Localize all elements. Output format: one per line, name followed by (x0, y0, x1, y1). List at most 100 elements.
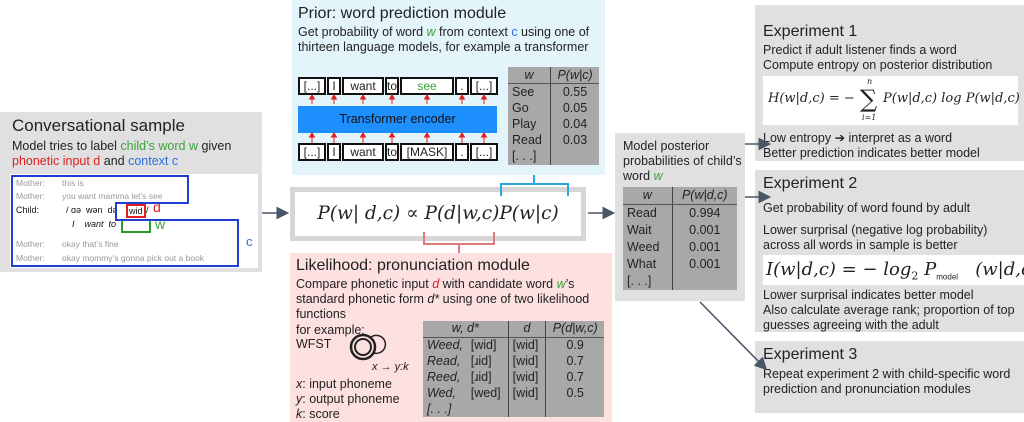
arrow-up-icon (423, 132, 431, 143)
table-cell: See (512, 84, 535, 99)
table-row: Weed 0.001 (623, 239, 737, 256)
table-cell: Weed, (427, 338, 463, 353)
experiment-text: Repeat experiment 2 with child-specific … (763, 367, 1011, 396)
desc-context: context c (128, 154, 179, 168)
formula-rhs: (w|d,c) (975, 259, 1024, 280)
table-cell: 0.001 (671, 239, 737, 256)
prior-module-panel: Prior: word prediction module Get probab… (292, 0, 605, 175)
formula-rhs: P(w|d,c) log P(w|d,c) (883, 91, 1020, 106)
desc-word: w (426, 25, 436, 39)
token: . (455, 143, 469, 161)
token: want (342, 77, 384, 95)
formula-model-sub: model (936, 272, 959, 282)
table-cell: [wid] (507, 337, 546, 354)
legend-x: x: input phoneme (296, 377, 392, 392)
token: to (385, 143, 399, 161)
desc-form: d* (427, 292, 440, 306)
desc-phonetic: d (432, 277, 440, 291)
arrow-up-icon (423, 94, 431, 104)
utterance: okay that’s fine (62, 239, 119, 249)
desc: : output phoneme (302, 392, 400, 406)
conversational-description: Model tries to label child’s word w give… (12, 139, 262, 169)
encoder-arrows (308, 94, 488, 143)
table-cell: [ɹid] (470, 354, 492, 369)
surprisal-formula: I(w|d,c) = − log2 Pmodel (w|d,c) (763, 255, 1024, 285)
table-cell (507, 401, 546, 417)
desc-word: child’s word w (120, 139, 198, 153)
table-cell: [. . .] (512, 149, 537, 164)
likelihood-module-panel: Likelihood: pronunciation module Compare… (290, 253, 612, 422)
desc-phonetic: phonetic input d (12, 154, 101, 168)
experiment-3-panel: Experiment 3 Repeat experiment 2 with ch… (755, 341, 1024, 413)
table-row: Reed,[ɹid][wid]0.7 (423, 369, 604, 386)
arrow-up-icon (330, 94, 338, 104)
encoder-label: Transformer encoder (339, 112, 456, 126)
table-cell: [wed] (470, 385, 501, 400)
arrow-up-icon (359, 94, 367, 104)
table-cell: 0.001 (671, 256, 737, 273)
arrow-up-icon (308, 94, 316, 104)
col-header: P(d|w,c) (545, 321, 604, 338)
table-row: Wed,[wed][wid]0.5 (423, 385, 604, 402)
table-row: [. . .] (508, 148, 599, 165)
transcript-line: Mother: okay that’s fine (16, 238, 119, 251)
conversational-sample-panel: Conversational sample Model tries to lab… (0, 112, 262, 272)
table-cell: Play (512, 117, 537, 132)
table-cell: Weed (627, 240, 660, 255)
transformer-encoder: Transformer encoder (298, 106, 497, 133)
table-cell: [. . .] (627, 273, 652, 288)
table-cell: What (627, 256, 657, 271)
prior-description: Get probability of word w from context c… (298, 25, 598, 55)
experiment-text: Compute entropy on posterior distributio… (763, 58, 993, 72)
table-cell: Wed, (427, 385, 456, 400)
token: [...] (470, 143, 498, 161)
speaker: Child: (16, 205, 40, 215)
table-cell: 0.04 (550, 116, 599, 133)
table-cell: 0.001 (671, 222, 737, 240)
table-cell: Wait (627, 223, 652, 238)
table-cell: [wid] (507, 385, 546, 402)
experiment-1-panel: Experiment 1 Predict if adult listener f… (755, 5, 1024, 161)
log-base: 2 (911, 269, 919, 283)
table-cell: 0.7 (545, 369, 604, 386)
experiment-title: Experiment 2 (763, 175, 858, 192)
example-label: for example: (296, 323, 365, 337)
col-header: w, d* (423, 321, 509, 338)
token: see (400, 77, 454, 95)
table-row: What 0.001 (623, 256, 737, 273)
token: to (385, 77, 399, 95)
table-cell: Reed, (427, 369, 461, 384)
bayes-formula: P(w| d,c) ∝ P(d|w,c)P(w|c) (317, 203, 559, 224)
sum-lower: i=1 (862, 113, 877, 122)
desc: : score (302, 407, 340, 421)
formula-lhs: H(w|d,c) = − (768, 91, 855, 106)
desc-text: with candidate word (439, 277, 557, 291)
var: y (296, 392, 303, 406)
table-cell: 0.9 (545, 337, 604, 354)
wfst-label: WFST (296, 337, 332, 351)
token: [MASK] (400, 143, 454, 161)
transcript-box: Mother:this is Mother:you want mamma let… (10, 174, 258, 268)
wfst-transition: x → y:k (372, 361, 409, 373)
desc-text: using one of thirteen language models, f… (298, 25, 590, 54)
speaker: Mother: (16, 239, 45, 249)
desc-context: c (511, 25, 518, 39)
experiment-text: Low entropy ➔ interpret as a word (763, 131, 953, 145)
utterance: you want mamma let’s see (62, 191, 163, 201)
table-row: [. . .] (623, 272, 737, 290)
likelihood-title: Likelihood: pronunciation module (296, 257, 530, 274)
arrow-up-icon (388, 132, 396, 143)
experiment-2-panel: Experiment 2 Get probability of word fou… (755, 170, 1024, 332)
child-gloss: I want to (72, 219, 117, 229)
formula-p: P (924, 259, 937, 280)
var: k (296, 407, 303, 421)
speaker: Mother: (16, 253, 45, 263)
token: . (455, 77, 469, 95)
arrow-up-icon (458, 94, 466, 104)
posterior-word: w (653, 169, 663, 183)
